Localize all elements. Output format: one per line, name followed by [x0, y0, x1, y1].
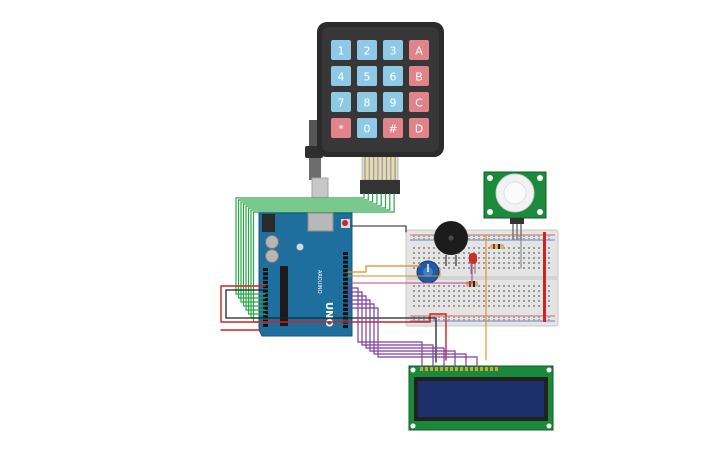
keypad-key[interactable]: 2: [357, 40, 377, 60]
power-rail-wire: [543, 232, 546, 322]
keypad-key-label: 8: [364, 97, 371, 110]
keypad-key-label: 6: [390, 71, 397, 84]
wire: [237, 193, 369, 299]
wire: [347, 299, 456, 367]
keypad-key-label: B: [415, 71, 423, 84]
wire: [347, 265, 421, 273]
keypad-key-label: 9: [390, 97, 397, 110]
keypad-key-label: A: [415, 45, 423, 58]
arduino-brand-label: ARDUINO: [316, 270, 322, 294]
keypad-key[interactable]: A: [409, 40, 429, 60]
keypad-key-label: 0: [364, 123, 371, 136]
usb-cable: [305, 120, 329, 199]
lcd-16x2: [408, 365, 554, 431]
resistor: [490, 244, 504, 249]
keypad-key[interactable]: *: [331, 118, 351, 138]
arduino-model-label: UNO: [323, 302, 334, 327]
keypad-key[interactable]: #: [383, 118, 403, 138]
wire: [351, 225, 407, 233]
keypad-key[interactable]: 9: [383, 92, 403, 112]
keypad-4x4: 1 2 3 A 4 5 6 B 7 8 9 C * 0 # D: [317, 22, 444, 157]
keypad-key-label: 2: [364, 45, 371, 58]
wire: [225, 289, 437, 363]
keypad-key[interactable]: 4: [331, 66, 351, 86]
wire: [245, 193, 382, 311]
keypad-key-label: D: [415, 123, 423, 136]
keypad-key-label: 1: [338, 45, 345, 58]
keypad-key[interactable]: 3: [383, 40, 403, 60]
keypad-key-label: 7: [338, 97, 345, 110]
keypad-key-label: 4: [338, 71, 345, 84]
wire: [347, 261, 473, 284]
keypad-key[interactable]: 0: [357, 118, 377, 138]
buzzer: [434, 221, 468, 266]
keypad-connector: [360, 155, 400, 194]
arduino-uno: UNO ARDUINO: [258, 212, 353, 337]
keypad-key[interactable]: 1: [331, 40, 351, 60]
pir-sensor: [483, 171, 547, 240]
keypad-key[interactable]: 8: [357, 92, 377, 112]
keypad-key[interactable]: 5: [357, 66, 377, 86]
keypad-key[interactable]: 6: [383, 66, 403, 86]
keypad-key-label: C: [415, 97, 423, 110]
potentiometer: [416, 260, 440, 284]
wire: [220, 285, 447, 361]
wire: [347, 307, 478, 367]
wire: [347, 287, 423, 367]
keypad-key-label: 3: [390, 45, 397, 58]
wire: [347, 291, 434, 367]
keypad-key[interactable]: D: [409, 118, 429, 138]
wire: [347, 303, 467, 367]
keypad-key[interactable]: B: [409, 66, 429, 86]
wiring: [220, 193, 522, 367]
keypad-key-label: 5: [364, 71, 371, 84]
red-led: [469, 253, 477, 274]
keypad-key-label: *: [338, 123, 344, 136]
wire: [347, 267, 441, 277]
keypad-key[interactable]: C: [409, 92, 429, 112]
keypad-key-label: #: [388, 123, 397, 136]
keypad-key[interactable]: 7: [331, 92, 351, 112]
